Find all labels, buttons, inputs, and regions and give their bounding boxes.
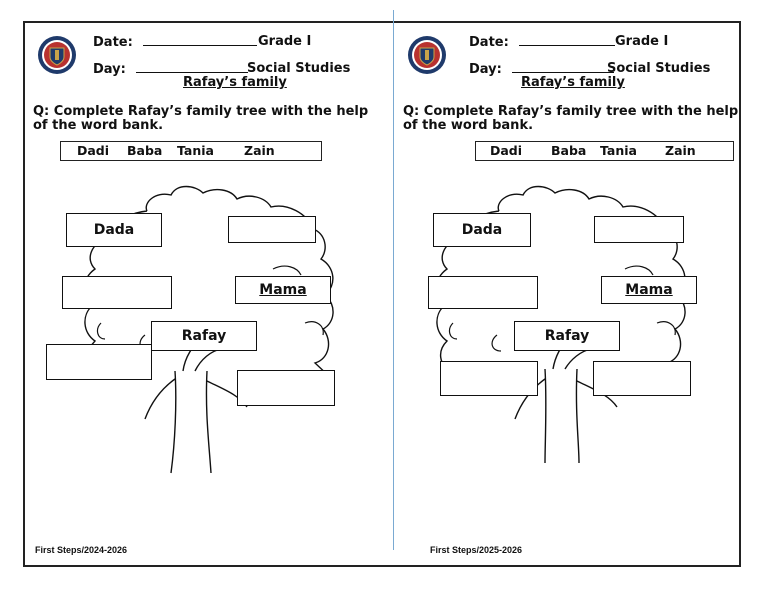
worksheet-title: Rafay’s family bbox=[521, 75, 625, 90]
footer-text: First Steps/2025-2026 bbox=[430, 545, 523, 555]
school-logo bbox=[408, 36, 446, 74]
blank-box-bottom-right[interactable] bbox=[237, 370, 335, 406]
subject-label: Social Studies bbox=[607, 61, 711, 76]
word-bank-item: Baba bbox=[551, 143, 587, 158]
word-bank-item: Tania bbox=[600, 143, 637, 158]
date-label: Date: bbox=[93, 35, 133, 50]
word-bank-item: Zain bbox=[244, 143, 275, 158]
page-divider bbox=[393, 10, 394, 550]
date-label: Date: bbox=[469, 35, 509, 50]
word-bank-item: Zain bbox=[665, 143, 696, 158]
blank-box-top-right[interactable] bbox=[228, 216, 316, 243]
word-bank: Dadi Baba Tania Zain bbox=[475, 141, 734, 161]
worksheet-title: Rafay’s family bbox=[183, 75, 287, 90]
day-field: Day: bbox=[93, 61, 249, 77]
question-text: Q: Complete Rafay’s family tree with the… bbox=[33, 104, 369, 133]
worksheet-left: Date: Grade I Day: Social Studies Rafay’… bbox=[25, 23, 385, 566]
day-label: Day: bbox=[469, 62, 502, 77]
blank-box-mid-left[interactable] bbox=[62, 276, 172, 309]
word-bank-item: Dadi bbox=[490, 143, 523, 158]
dada-box: Dada bbox=[66, 213, 162, 247]
rafay-box: Rafay bbox=[514, 321, 620, 351]
date-line[interactable] bbox=[519, 34, 616, 46]
blank-box-bottom-left[interactable] bbox=[440, 361, 538, 396]
blank-box-top-right[interactable] bbox=[594, 216, 684, 243]
date-field: Date: bbox=[469, 34, 616, 50]
word-bank: Dadi Baba Tania Zain bbox=[60, 141, 322, 161]
day-line[interactable] bbox=[136, 61, 249, 73]
day-line[interactable] bbox=[512, 61, 615, 73]
day-field: Day: bbox=[469, 61, 615, 77]
word-bank-item: Tania bbox=[177, 143, 214, 158]
question-text: Q: Complete Rafay’s family tree with the… bbox=[403, 104, 739, 133]
word-bank-item: Dadi bbox=[77, 143, 110, 158]
date-field: Date: bbox=[93, 34, 258, 50]
subject-label: Social Studies bbox=[247, 61, 351, 76]
mama-box: Mama bbox=[235, 276, 331, 304]
grade-label: Grade I bbox=[258, 34, 312, 49]
worksheet-right: Date: Grade I Day: Social Studies Rafay’… bbox=[395, 23, 755, 566]
blank-box-bottom-right[interactable] bbox=[593, 361, 691, 396]
dada-box: Dada bbox=[433, 213, 531, 247]
word-bank-item: Baba bbox=[127, 143, 163, 158]
rafay-box: Rafay bbox=[151, 321, 257, 351]
blank-box-mid-left[interactable] bbox=[428, 276, 538, 309]
school-logo bbox=[38, 36, 76, 74]
mama-box: Mama bbox=[601, 276, 697, 304]
sheet-border bbox=[23, 21, 741, 567]
blank-box-bottom-left[interactable] bbox=[46, 344, 152, 380]
date-line[interactable] bbox=[143, 34, 258, 46]
grade-label: Grade I bbox=[615, 34, 669, 49]
day-label: Day: bbox=[93, 62, 126, 77]
footer-text: First Steps/2024-2026 bbox=[35, 545, 128, 555]
